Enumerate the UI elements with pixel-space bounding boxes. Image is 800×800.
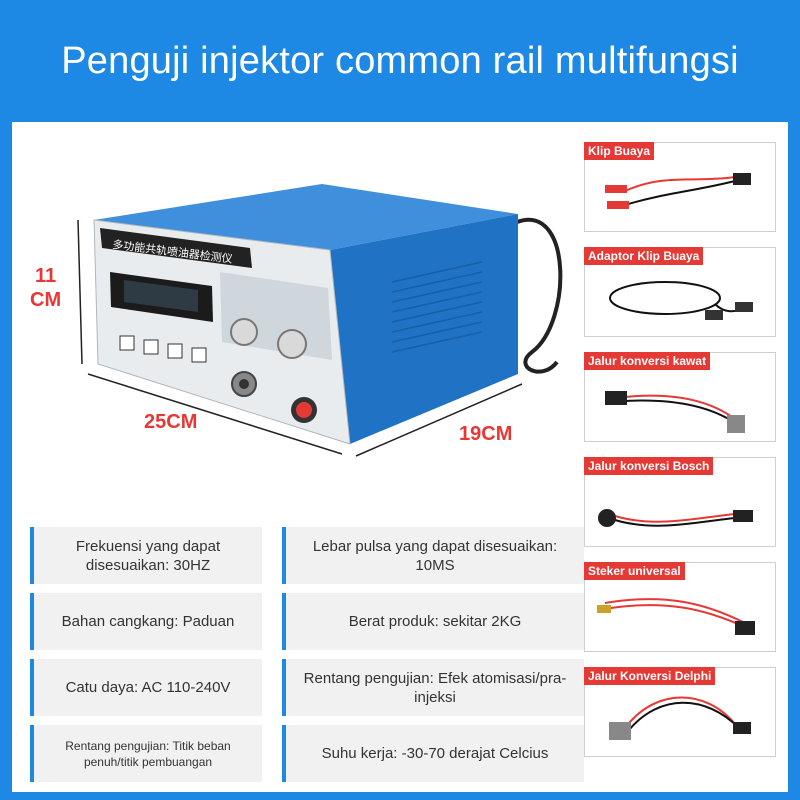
spec-weight: Berat produk: sekitar 2KG bbox=[282, 593, 584, 650]
delphi-conversion-image bbox=[609, 696, 751, 740]
accessory-alligator-adapter: Adaptor Klip Buaya bbox=[584, 247, 776, 337]
accessory-label: Jalur konversi kawat bbox=[584, 352, 711, 370]
bosch-conversion-image bbox=[598, 509, 753, 527]
accessory-alligator-clip: Klip Buaya bbox=[584, 142, 776, 232]
accessory-bosch-conversion: Jalur konversi Bosch bbox=[584, 457, 776, 547]
dimension-width: 25CM bbox=[144, 411, 198, 433]
accessory-label: Steker universal bbox=[584, 562, 685, 580]
accessory-label: Klip Buaya bbox=[584, 142, 655, 160]
alligator-clip-image bbox=[605, 173, 751, 209]
accessory-label: Adaptor Klip Buaya bbox=[584, 247, 704, 265]
wire-conversion-image bbox=[605, 391, 745, 433]
content-panel: 多功能共轨喷油器检测仪 bbox=[12, 122, 788, 792]
spec-grid: Frekuensi yang dapat disesuaikan: 30HZ L… bbox=[30, 527, 584, 785]
injector-tester-device-image: 多功能共轨喷油器检测仪 bbox=[77, 184, 563, 457]
spec-test-range-load: Rentang pengujian: Titik beban penuh/tit… bbox=[30, 725, 262, 782]
accessory-label: Jalur konversi Bosch bbox=[584, 457, 714, 475]
spec-power-supply: Catu daya: AC 110-240V bbox=[30, 659, 262, 716]
page-title: Penguji injektor common rail multifungsi bbox=[61, 39, 739, 82]
universal-plug-image bbox=[597, 598, 755, 635]
accessory-wire-conversion: Jalur konversi kawat bbox=[584, 352, 776, 442]
accessory-label: Jalur Konversi Delphi bbox=[584, 667, 716, 685]
accessory-universal-plug: Steker universal bbox=[584, 562, 776, 652]
title-bar: Penguji injektor common rail multifungsi bbox=[0, 0, 800, 122]
alligator-adapter-image bbox=[609, 281, 753, 320]
dimension-depth: 19CM bbox=[459, 423, 513, 445]
spec-working-temperature: Suhu kerja: -30-70 derajat Celcius bbox=[282, 725, 584, 782]
device-illustration: 多功能共轨喷油器检测仪 bbox=[12, 122, 582, 517]
accessory-delphi-conversion: Jalur Konversi Delphi bbox=[584, 667, 776, 757]
dimension-height: 11 CM bbox=[30, 265, 62, 311]
spec-test-range-atomization: Rentang pengujian: Efek atomisasi/pra-in… bbox=[282, 659, 584, 716]
spec-pulse-width: Lebar pulsa yang dapat disesuaikan: 10MS bbox=[282, 527, 584, 584]
spec-frequency: Frekuensi yang dapat disesuaikan: 30HZ bbox=[30, 527, 262, 584]
spec-shell-material: Bahan cangkang: Paduan bbox=[30, 593, 262, 650]
